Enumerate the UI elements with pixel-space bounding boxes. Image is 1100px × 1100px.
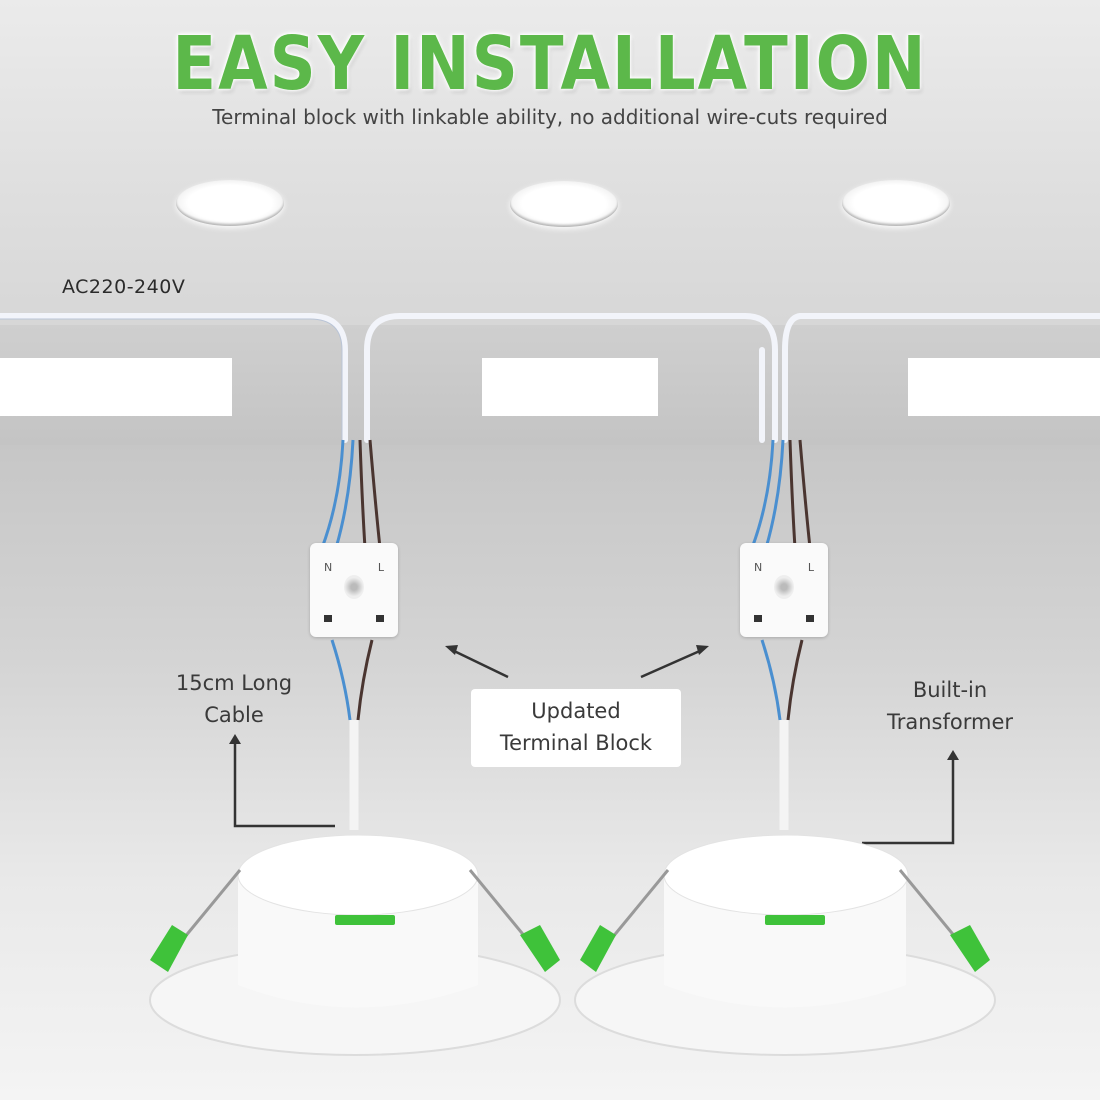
ceiling-cutout-1 (0, 358, 232, 416)
cable-callout-line1: 15cm Long (175, 671, 293, 695)
terminal-neutral-label: N (754, 561, 763, 574)
ceiling-downlight-1 (176, 180, 284, 226)
ceiling-cutout-3 (908, 358, 1100, 416)
terminal-port-icon (376, 615, 384, 622)
terminal-block-right: N L (740, 543, 828, 637)
terminal-callout-line2: Terminal Block (499, 731, 653, 755)
transformer-callout-line2: Transformer (886, 710, 1013, 734)
terminal-port-icon (324, 615, 332, 622)
terminal-port-icon (754, 615, 762, 622)
screw-icon (774, 575, 794, 599)
terminal-live-label: L (807, 561, 814, 574)
terminal-live-label: L (377, 561, 384, 574)
screw-icon (344, 575, 364, 599)
terminal-callout-line1: Updated (531, 699, 621, 723)
terminal-block-callout: Updated Terminal Block (471, 689, 681, 767)
supply-voltage-label: AC220-240V (62, 276, 186, 298)
terminal-neutral-label: N (324, 561, 333, 574)
downlight-fitting-right (574, 834, 996, 1056)
transformer-callout-line1: Built-in (912, 678, 988, 702)
downlight-fitting-left (149, 834, 561, 1056)
cable-callout-line2: Cable (204, 703, 264, 727)
ceiling-cutout-2 (482, 358, 658, 416)
page-title: EASY INSTALLATION (172, 22, 928, 108)
terminal-port-icon (806, 615, 814, 622)
page-subtitle: Terminal block with linkable ability, no… (212, 105, 888, 129)
terminal-block-left: N L (310, 543, 398, 637)
ceiling-downlight-2 (510, 181, 618, 227)
transformer-callout: Built-in Transformer (860, 674, 1040, 738)
ceiling-downlight-3 (842, 180, 950, 226)
cable-callout: 15cm Long Cable (150, 667, 318, 731)
ceiling-surface (0, 0, 1100, 340)
